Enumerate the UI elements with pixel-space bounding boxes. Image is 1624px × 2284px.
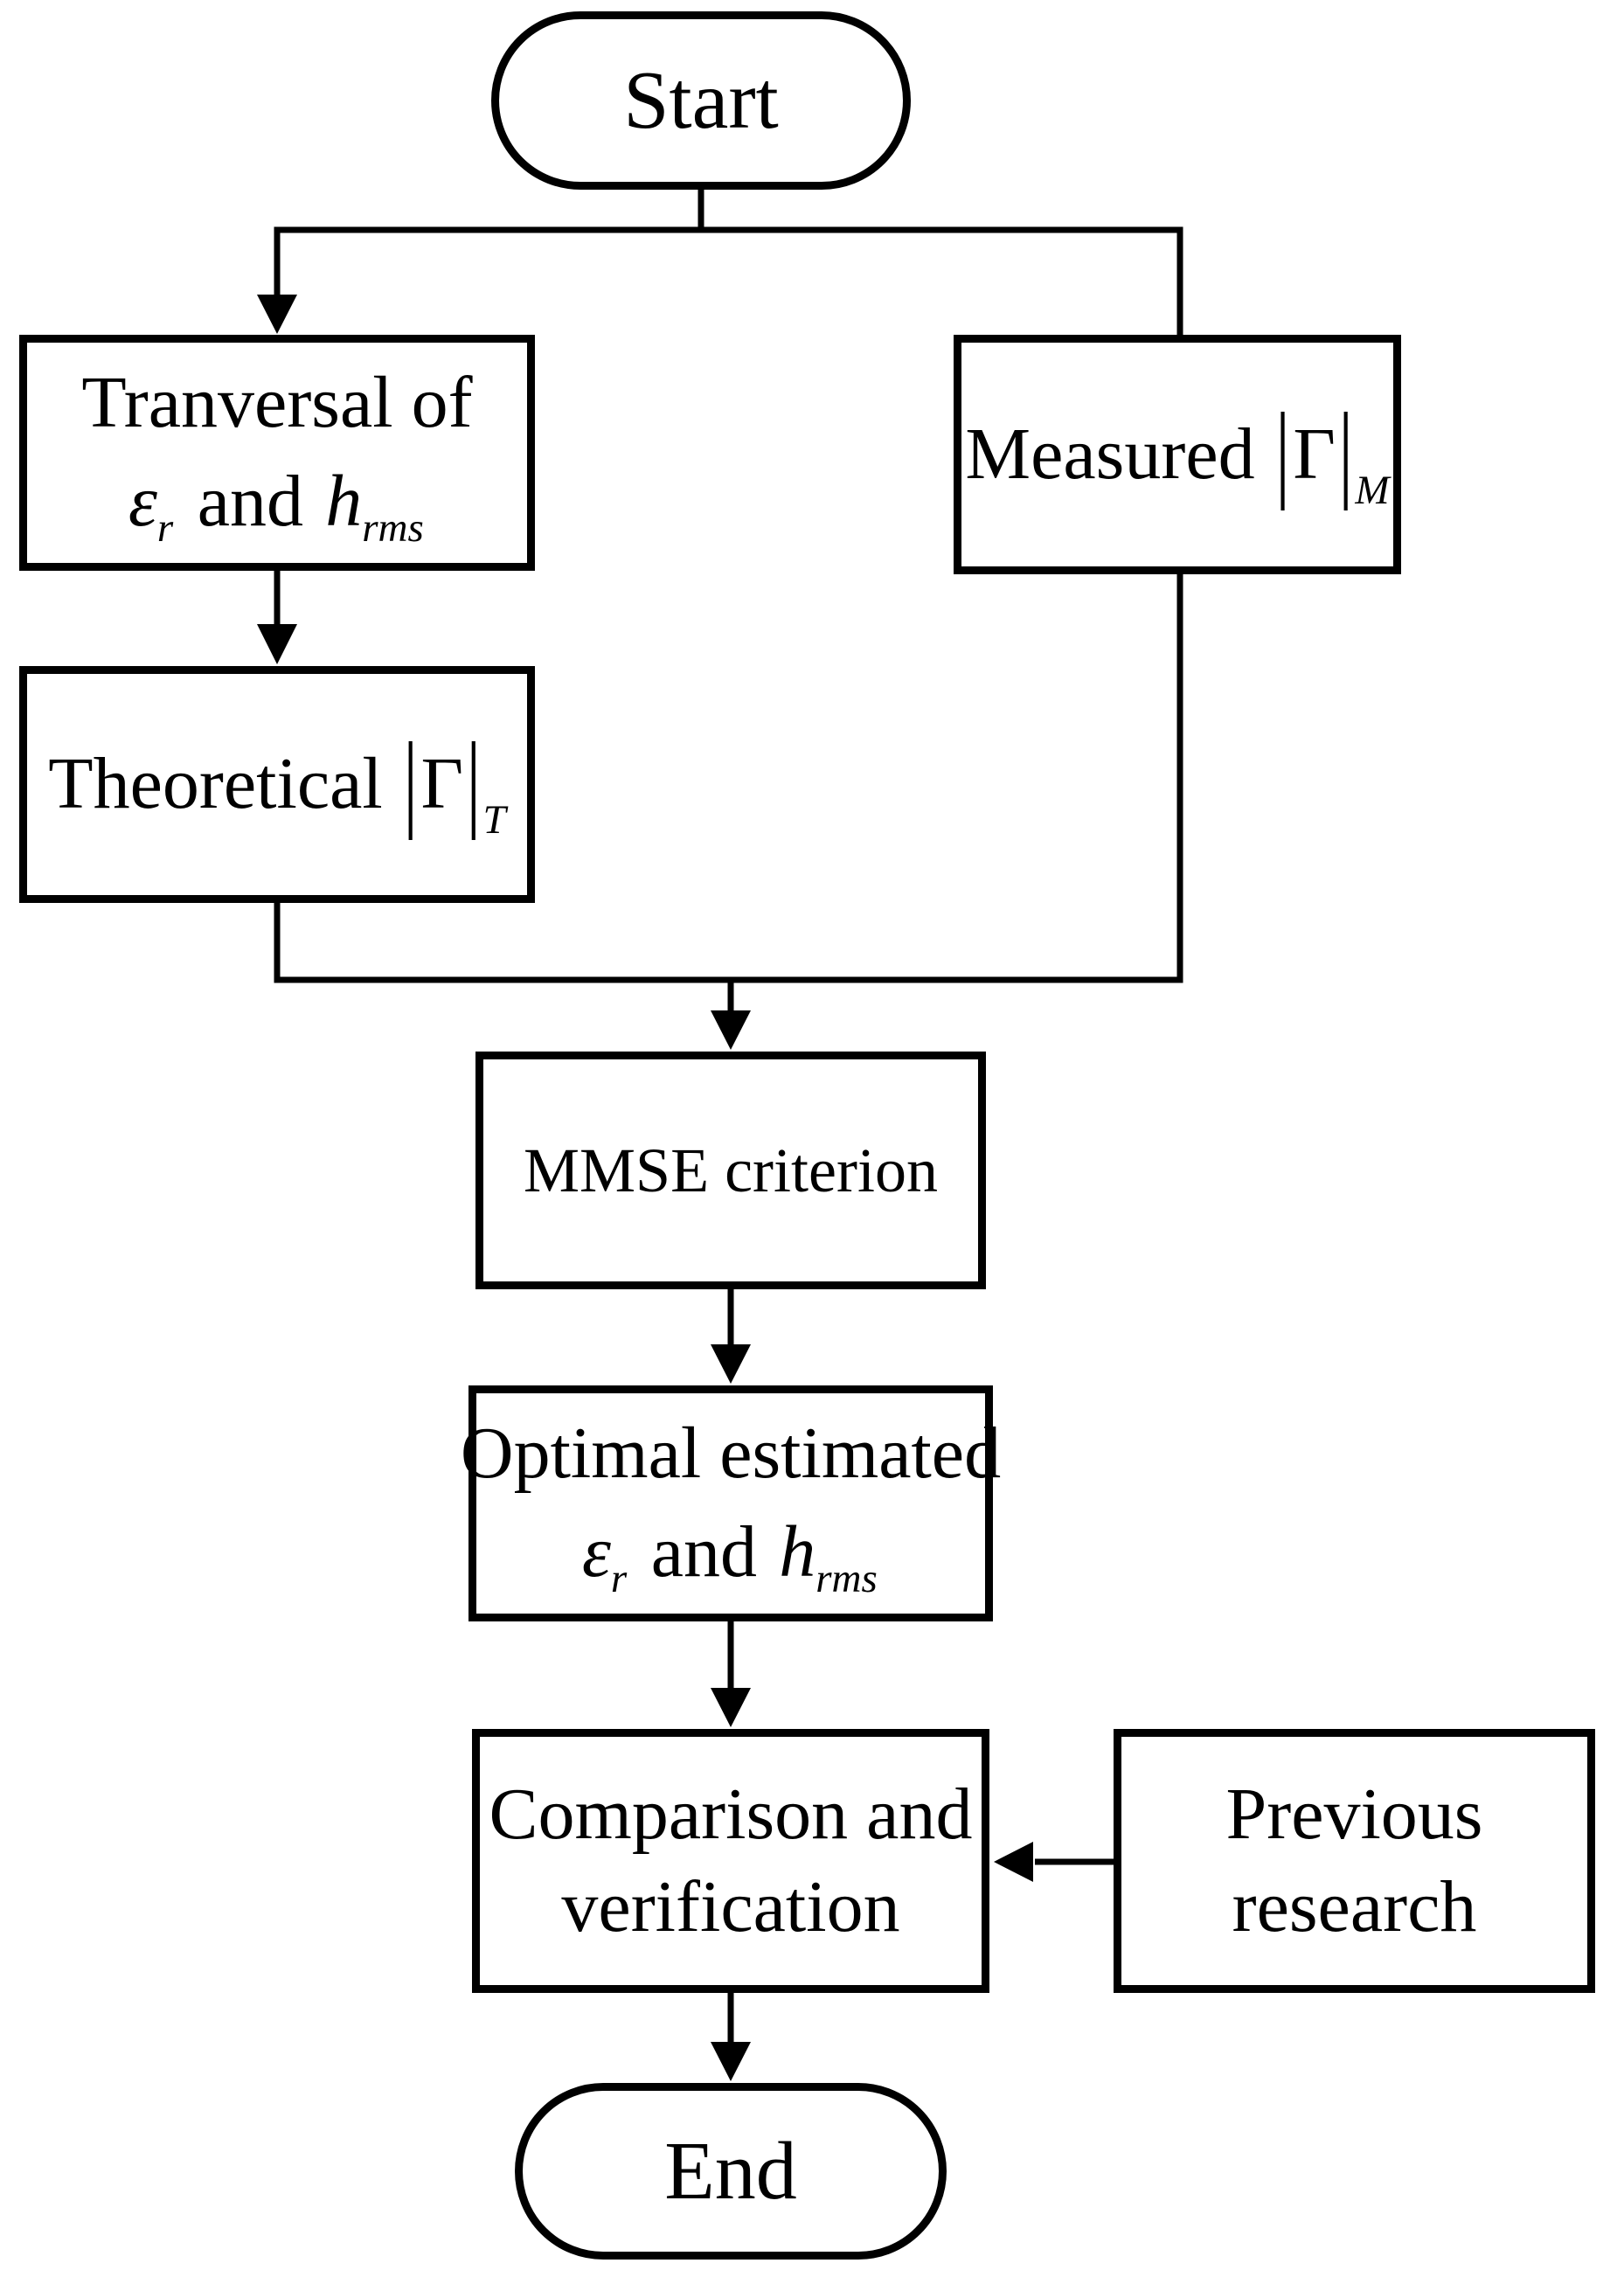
abs-bar-left: | xyxy=(403,720,419,842)
measured-word: Measured xyxy=(965,413,1255,495)
theoretical-word: Theoretical xyxy=(48,743,383,825)
arrowhead-into-mmse xyxy=(711,1010,751,1050)
abs-bar-left: | xyxy=(1275,391,1290,511)
arrowhead-into-comparison-left xyxy=(994,1842,1033,1882)
previous-line2: research xyxy=(1232,1866,1477,1947)
previous-line1: Previous xyxy=(1225,1774,1483,1856)
edge-start-branch xyxy=(274,190,1183,335)
arrowhead-into-theoretical xyxy=(257,624,297,664)
node-theoretical: Theoretical|Γ|T xyxy=(19,666,535,903)
mmse-label: MMSE criterion xyxy=(524,1135,938,1205)
comparison-line2: verification xyxy=(561,1866,900,1947)
epsilon-subscript: r xyxy=(610,1556,628,1602)
gamma-subscript-T: T xyxy=(482,797,506,843)
node-start: Start xyxy=(491,11,911,190)
abs-bar-right: | xyxy=(466,720,482,842)
node-comparison: Comparison and verification xyxy=(472,1729,989,1993)
arrowhead-into-traversal xyxy=(257,295,297,334)
optimal-line1: Optimal estimated xyxy=(460,1412,1002,1494)
node-end: End xyxy=(515,2083,947,2260)
gamma-subscript-M: M xyxy=(1355,467,1390,513)
h-subscript: rms xyxy=(815,1556,878,1602)
arrowhead-into-comparison xyxy=(711,1688,751,1727)
start-label: Start xyxy=(623,54,779,146)
node-previous: Previous research xyxy=(1114,1729,1595,1993)
theoretical-label: Theoretical|Γ|T xyxy=(48,721,505,842)
and-word: and xyxy=(650,1511,758,1593)
h-subscript: rms xyxy=(362,505,424,552)
edge-merge-to-mmse xyxy=(274,574,1183,1012)
comparison-line1: Comparison and xyxy=(489,1774,973,1856)
arrowhead-into-optimal xyxy=(711,1344,751,1384)
epsilon-subscript: r xyxy=(156,505,174,552)
gamma-symbol: Γ xyxy=(420,743,463,825)
epsilon-symbol: ε xyxy=(581,1511,611,1593)
gamma-symbol: Γ xyxy=(1293,413,1336,495)
abs-bar-right: | xyxy=(1338,391,1354,511)
h-symbol: h xyxy=(779,1511,816,1593)
node-mmse: MMSE criterion xyxy=(475,1052,986,1289)
traversal-line1: Tranversal of xyxy=(81,361,473,443)
node-measured: Measured|Γ|M xyxy=(954,335,1401,574)
end-label: End xyxy=(664,2125,797,2217)
epsilon-symbol: ε xyxy=(128,461,157,543)
arrowhead-into-end xyxy=(711,2042,751,2081)
measured-label: Measured|Γ|M xyxy=(965,391,1389,511)
h-symbol: h xyxy=(325,461,363,543)
and-word: and xyxy=(197,461,304,543)
